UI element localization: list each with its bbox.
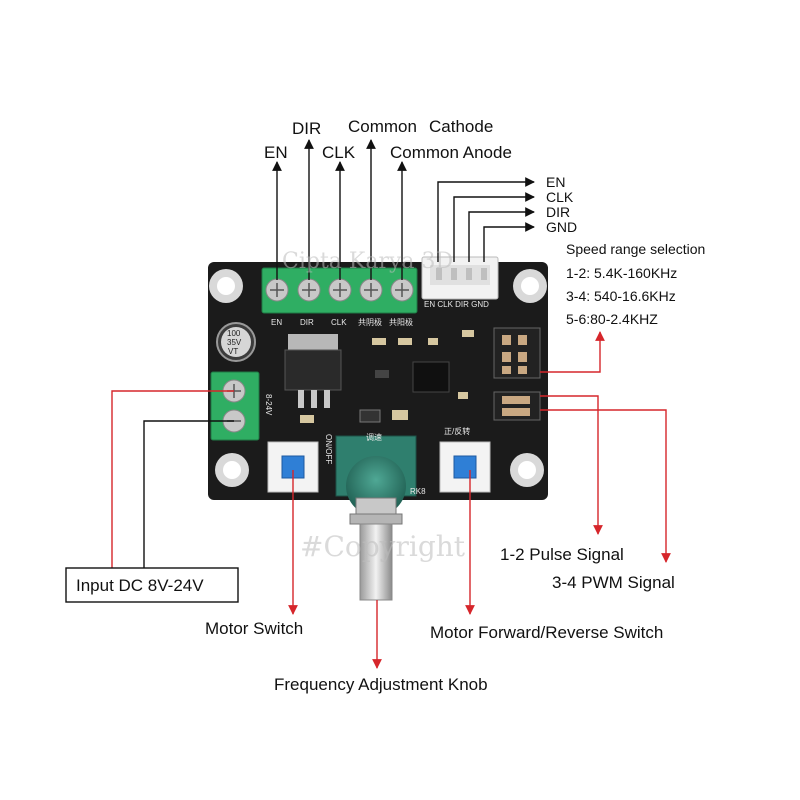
label-common-cathode-a: Common	[348, 117, 417, 136]
silk-en: EN	[271, 318, 282, 327]
silk-pot: RK8	[410, 487, 426, 496]
silk-adjust: 调速	[366, 433, 382, 442]
label-frequency-knob: Frequency Adjustment Knob	[274, 675, 488, 694]
arrow-header-dir	[468, 207, 535, 262]
label-en: EN	[264, 143, 288, 162]
header-label-dir: DIR	[546, 204, 570, 220]
label-dir: DIR	[292, 119, 321, 138]
power-terminal-block: 8-24V	[210, 371, 273, 441]
speed-range-panel: Speed range selection 1-2: 5.4K-160KHz 3…	[566, 241, 705, 327]
watermark-bottom: #Copyright	[300, 530, 466, 563]
screw-icon	[265, 278, 289, 302]
pin-labels: EN DIR CLK Common Cathode Common Anode	[264, 117, 512, 162]
mounting-hole-icon	[513, 269, 547, 303]
silk-dir: DIR	[300, 318, 314, 327]
label-common-anode: Common Anode	[390, 143, 512, 162]
mounting-hole-icon	[209, 269, 243, 303]
signal-mode-jumper[interactable]	[493, 391, 541, 421]
arrow-header-clk	[453, 192, 535, 262]
header-labels: EN CLK DIR GND	[546, 174, 577, 235]
driver-ic-chip	[412, 361, 450, 393]
speed-range-1-2: 1-2: 5.4K-160KHz	[566, 265, 677, 281]
label-common-cathode-b: Cathode	[429, 117, 493, 136]
silk-common-cathode: 共阴极	[358, 317, 382, 327]
arrow-pulse-signal	[540, 395, 603, 535]
screw-icon	[390, 278, 414, 302]
header-label-gnd: GND	[546, 219, 577, 235]
watermark-top: Cipta Karya 3D	[282, 249, 453, 274]
header-label-en: EN	[546, 174, 565, 190]
electrolytic-capacitor: 100 35V VT	[216, 322, 256, 362]
screw-icon	[297, 278, 321, 302]
speed-range-5-6: 5-6:80-2.4KHZ	[566, 311, 658, 327]
power-transistor	[284, 334, 342, 408]
label-clk: CLK	[322, 143, 356, 162]
speed-range-3-4: 3-4: 540-16.6KHz	[566, 288, 676, 304]
silk-header-pins: EN CLK DIR GND	[424, 300, 489, 309]
input-callout-box	[65, 567, 239, 603]
header-arrows	[437, 177, 535, 262]
mounting-hole-icon	[215, 453, 249, 487]
input-line-positive	[111, 390, 234, 568]
input-callout: Input DC 8V-24V	[65, 567, 239, 603]
label-forward-reverse: Motor Forward/Reverse Switch	[430, 623, 663, 642]
signal-header-connector: EN CLK DIR GND	[421, 256, 499, 309]
label-pwm-signal: 3-4 PWM Signal	[552, 573, 675, 592]
speed-title: Speed range selection	[566, 241, 705, 257]
pcb-board	[208, 262, 548, 500]
forward-reverse-switch[interactable]: 正/反转	[439, 426, 491, 493]
mounting-hole-icon	[510, 453, 544, 487]
cap-value: 100	[227, 329, 241, 338]
cap-voltage: 35V	[227, 338, 242, 347]
arrow-pwm-signal	[540, 409, 671, 563]
screw-icon	[328, 278, 352, 302]
callout-arrows	[288, 331, 671, 669]
pin-arrows	[272, 139, 407, 280]
silk-clk: CLK	[331, 318, 347, 327]
frequency-knob[interactable]: 调速 RK8	[335, 433, 426, 601]
terminal-silkscreen-labels: EN DIR CLK 共阴极 共阳极	[271, 317, 413, 327]
label-motor-switch: Motor Switch	[205, 619, 303, 638]
label-pulse-signal: 1-2 Pulse Signal	[500, 545, 624, 564]
arrow-header-en	[437, 177, 535, 262]
input-line-negative	[143, 420, 234, 568]
speed-dip-selector[interactable]	[493, 327, 541, 379]
arrow-header-gnd	[483, 222, 535, 262]
arrow-speed-selection	[540, 331, 605, 373]
silk-common-anode: 共阳极	[389, 317, 413, 327]
silk-voltage: 8-24V	[264, 394, 273, 416]
cap-marking: VT	[228, 347, 238, 356]
screw-icon	[359, 278, 383, 302]
header-label-clk: CLK	[546, 189, 574, 205]
input-lines	[111, 390, 234, 568]
silk-on-off: ON/OFF	[324, 434, 333, 464]
silk-fwd-rev: 正/反转	[444, 426, 470, 436]
smd-components	[300, 330, 474, 423]
label-input-dc: Input DC 8V-24V	[76, 576, 204, 595]
